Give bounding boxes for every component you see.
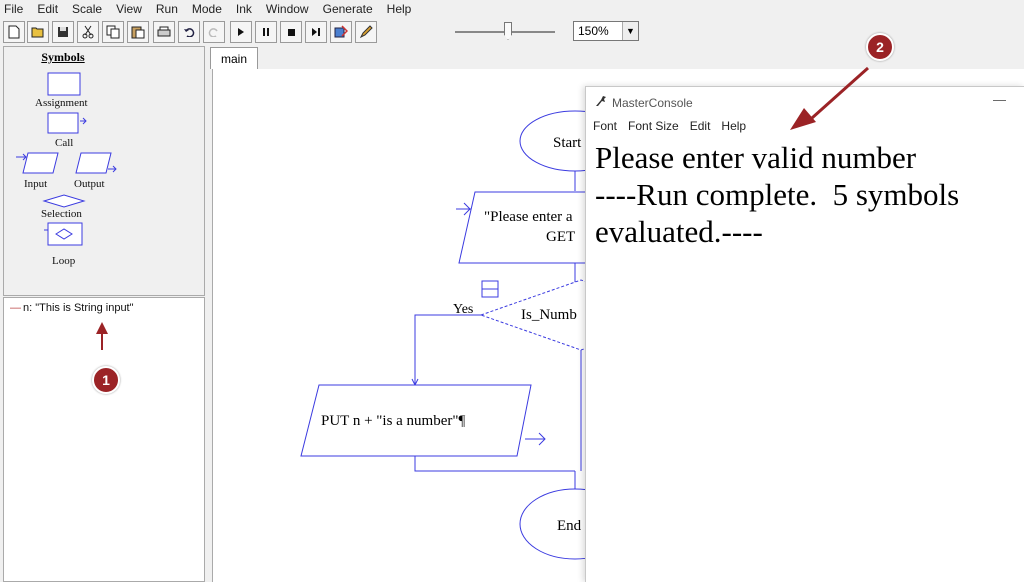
test-server-button[interactable] xyxy=(330,21,352,43)
menu-run[interactable]: Run xyxy=(155,1,178,16)
variable-item-text: n: "This is String input" xyxy=(23,302,134,314)
tree-line-icon: — xyxy=(10,302,21,314)
undo-button[interactable] xyxy=(178,21,200,43)
input-symbol[interactable] xyxy=(16,152,59,174)
console-menu-help[interactable]: Help xyxy=(721,119,747,133)
run-button[interactable] xyxy=(230,21,252,43)
pen-icon xyxy=(359,25,373,39)
menu-view[interactable]: View xyxy=(116,1,142,16)
raptor-icon xyxy=(596,96,606,106)
assignment-symbol[interactable] xyxy=(47,72,81,96)
new-icon xyxy=(8,25,20,39)
pause-button[interactable] xyxy=(255,21,277,43)
call-symbol[interactable] xyxy=(47,112,87,134)
paste-icon xyxy=(131,26,145,39)
print-icon xyxy=(157,26,171,37)
redo-icon xyxy=(208,28,218,37)
step-button[interactable] xyxy=(305,21,327,43)
menu-bar: File Edit Scale View Run Mode Ink Window… xyxy=(0,0,1024,17)
paste-button[interactable] xyxy=(127,21,149,43)
new-button[interactable] xyxy=(3,21,25,43)
test-icon xyxy=(334,25,348,38)
save-icon xyxy=(58,27,68,37)
loop-symbol[interactable] xyxy=(44,222,83,246)
open-button[interactable] xyxy=(27,21,49,43)
console-menu-font-size[interactable]: Font Size xyxy=(628,119,679,133)
end-text: End xyxy=(557,518,582,534)
menu-window[interactable]: Window xyxy=(265,1,309,16)
minimize-button[interactable]: — xyxy=(993,92,1006,107)
output-text: PUT n + "is a number"¶ xyxy=(321,413,466,429)
menu-help[interactable]: Help xyxy=(386,1,412,16)
decision-text: Is_Numb xyxy=(521,307,577,323)
cut-icon xyxy=(82,25,94,39)
toolbar xyxy=(0,18,1024,45)
master-console-window: MasterConsole — Font Font Size Edit Help… xyxy=(585,86,1024,582)
stop-button[interactable] xyxy=(280,21,302,43)
open-icon xyxy=(31,27,44,38)
pause-icon xyxy=(263,28,269,36)
selection-label: Selection xyxy=(41,208,82,220)
stop-icon xyxy=(287,28,295,36)
menu-ink[interactable]: Ink xyxy=(235,1,252,16)
callout-badge-2: 2 xyxy=(866,33,894,61)
output-label: Output xyxy=(74,178,105,190)
chevron-down-icon[interactable]: ▼ xyxy=(622,22,638,40)
input-text-line-2: GET xyxy=(546,229,575,245)
call-label: Call xyxy=(55,137,74,149)
variable-item[interactable]: —n: "This is String input" xyxy=(10,302,134,314)
output-box[interactable] xyxy=(300,384,532,457)
redo-button[interactable] xyxy=(203,21,225,43)
tab-main[interactable]: main xyxy=(210,47,258,69)
ink-button[interactable] xyxy=(355,21,377,43)
variables-panel: —n: "This is String input" xyxy=(3,297,205,582)
symbols-palette xyxy=(16,72,117,246)
output-symbol[interactable] xyxy=(75,152,117,174)
play-icon xyxy=(238,28,244,36)
loop-label: Loop xyxy=(52,255,76,267)
assignment-label: Assignment xyxy=(35,97,88,109)
console-title: MasterConsole xyxy=(612,96,693,110)
selection-symbol[interactable] xyxy=(42,194,86,208)
console-menu-bar: Font Font Size Edit Help xyxy=(586,119,757,135)
undo-icon xyxy=(184,28,195,37)
symbols-panel: Symbols xyxy=(3,46,205,296)
callout-badge-1: 1 xyxy=(92,366,120,394)
menu-file[interactable]: File xyxy=(4,1,24,16)
input-label: Input xyxy=(24,178,48,190)
console-output[interactable]: Please enter valid number ----Run comple… xyxy=(595,140,960,249)
menu-edit[interactable]: Edit xyxy=(37,1,59,16)
print-button[interactable] xyxy=(153,21,175,43)
step-icon xyxy=(312,28,320,36)
input-text-line-1: "Please enter a xyxy=(484,209,573,225)
copy-button[interactable] xyxy=(102,21,124,43)
menu-scale[interactable]: Scale xyxy=(72,1,103,16)
save-button[interactable] xyxy=(52,21,74,43)
cut-button[interactable] xyxy=(77,21,99,43)
copy-icon xyxy=(106,25,120,39)
zoom-slider-thumb[interactable] xyxy=(504,22,512,40)
menu-mode[interactable]: Mode xyxy=(191,1,222,16)
symbols-title: Symbols xyxy=(41,50,85,64)
console-menu-font[interactable]: Font xyxy=(593,119,618,133)
zoom-select[interactable]: 150% ▼ xyxy=(573,21,639,41)
yes-label: Yes xyxy=(453,302,473,317)
menu-generate[interactable]: Generate xyxy=(322,1,373,16)
console-menu-edit[interactable]: Edit xyxy=(689,119,711,133)
zoom-value: 150% xyxy=(578,24,609,38)
start-text: Start xyxy=(553,135,582,151)
